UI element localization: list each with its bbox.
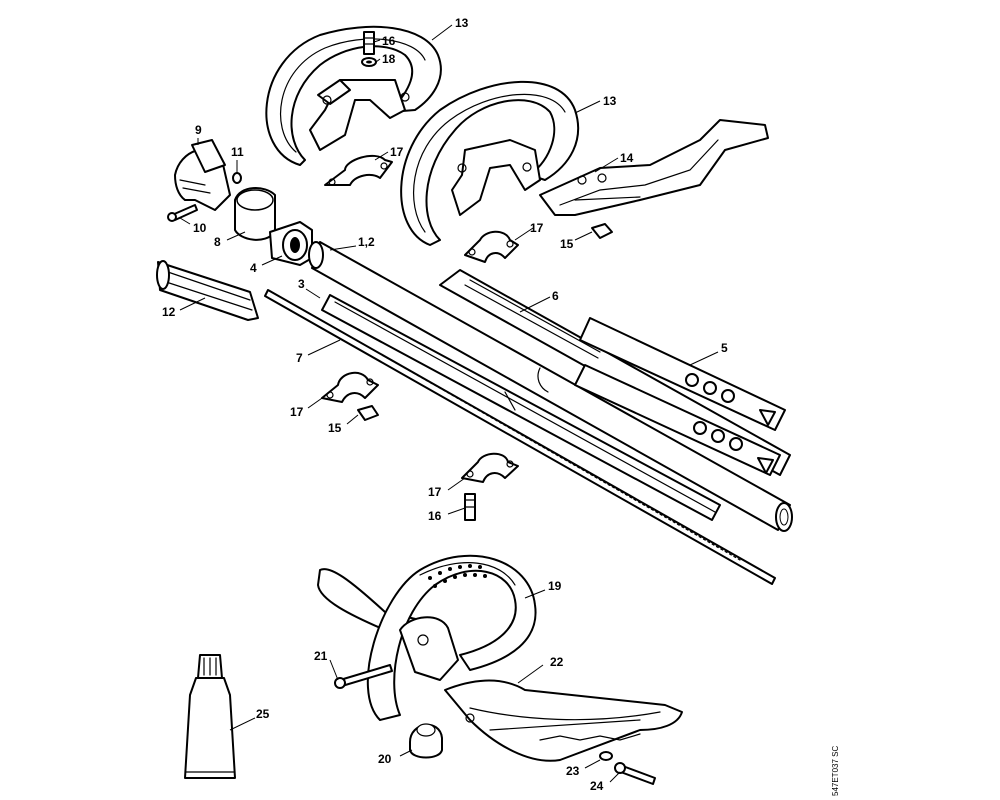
label-6: 6 — [552, 289, 559, 303]
label-18: 18 — [382, 52, 396, 66]
nut-11 — [232, 172, 242, 184]
clamp-17-left — [321, 371, 379, 403]
label-9: 9 — [195, 123, 202, 137]
washer-18 — [361, 57, 377, 67]
loop-handle-upper — [265, 25, 442, 166]
label-13-upper: 13 — [455, 16, 469, 30]
clamp-17-upper — [324, 154, 393, 186]
clamp-20 — [409, 723, 443, 759]
drive-shaft-7 — [264, 289, 776, 585]
label-12: 12 — [162, 305, 176, 319]
nut-15-right — [591, 223, 613, 239]
label-3: 3 — [298, 277, 305, 291]
label-7: 7 — [296, 351, 303, 365]
label-20: 20 — [378, 752, 392, 766]
label-22: 22 — [550, 655, 564, 669]
label-17-lower: 17 — [428, 485, 442, 499]
shaft-tube-1-2 — [308, 241, 793, 532]
screw-10 — [167, 204, 198, 222]
clamp-17-lower — [461, 452, 519, 483]
handle-vent-holes — [428, 564, 487, 588]
label-17-upper: 17 — [390, 145, 404, 159]
drive-tube-12 — [156, 260, 259, 321]
label-13-lower: 13 — [603, 94, 617, 108]
drawing-reference: 547ET037 SC — [831, 746, 840, 796]
screw-21 — [334, 664, 393, 689]
label-4: 4 — [250, 261, 257, 275]
loop-handle-19 — [317, 554, 537, 721]
label-23: 23 — [566, 764, 580, 778]
clamp-17-mid — [464, 230, 519, 263]
label-16-upper: 16 — [382, 34, 396, 48]
label-16-lower: 16 — [428, 509, 442, 523]
grease-tube-25 — [184, 654, 236, 779]
decal-5 — [574, 317, 786, 476]
label-24: 24 — [590, 779, 604, 793]
label-11: 11 — [231, 145, 244, 159]
label-10: 10 — [193, 221, 207, 235]
label-17-left: 17 — [290, 405, 304, 419]
loop-handle-lower — [400, 80, 580, 246]
label-19: 19 — [548, 579, 562, 593]
sleeve-8 — [234, 187, 276, 241]
control-handle-22 — [444, 679, 683, 762]
label-21: 21 — [314, 649, 328, 663]
label-25: 25 — [256, 707, 270, 721]
label-15-left: 15 — [328, 421, 342, 435]
screw-16-upper — [363, 31, 375, 55]
nut-15-left — [357, 405, 379, 421]
bushing-4 — [269, 221, 313, 266]
liner-3 — [321, 294, 721, 521]
label-5: 5 — [721, 341, 728, 355]
control-handle-14 — [539, 119, 769, 216]
screw-16-lower — [464, 493, 476, 521]
throttle-housing-9 — [174, 139, 231, 211]
label-15-right: 15 — [560, 237, 574, 251]
label-8: 8 — [214, 235, 221, 249]
leader-lines — [179, 24, 719, 783]
label-14: 14 — [620, 151, 634, 165]
label-1-2: 1,2 — [358, 235, 375, 249]
screw-24 — [614, 762, 656, 785]
label-17-mid: 17 — [530, 221, 544, 235]
washer-23 — [599, 751, 613, 761]
part-labels: 13 16 18 17 13 14 17 15 9 11 10 8 4 1,2 … — [162, 16, 728, 793]
